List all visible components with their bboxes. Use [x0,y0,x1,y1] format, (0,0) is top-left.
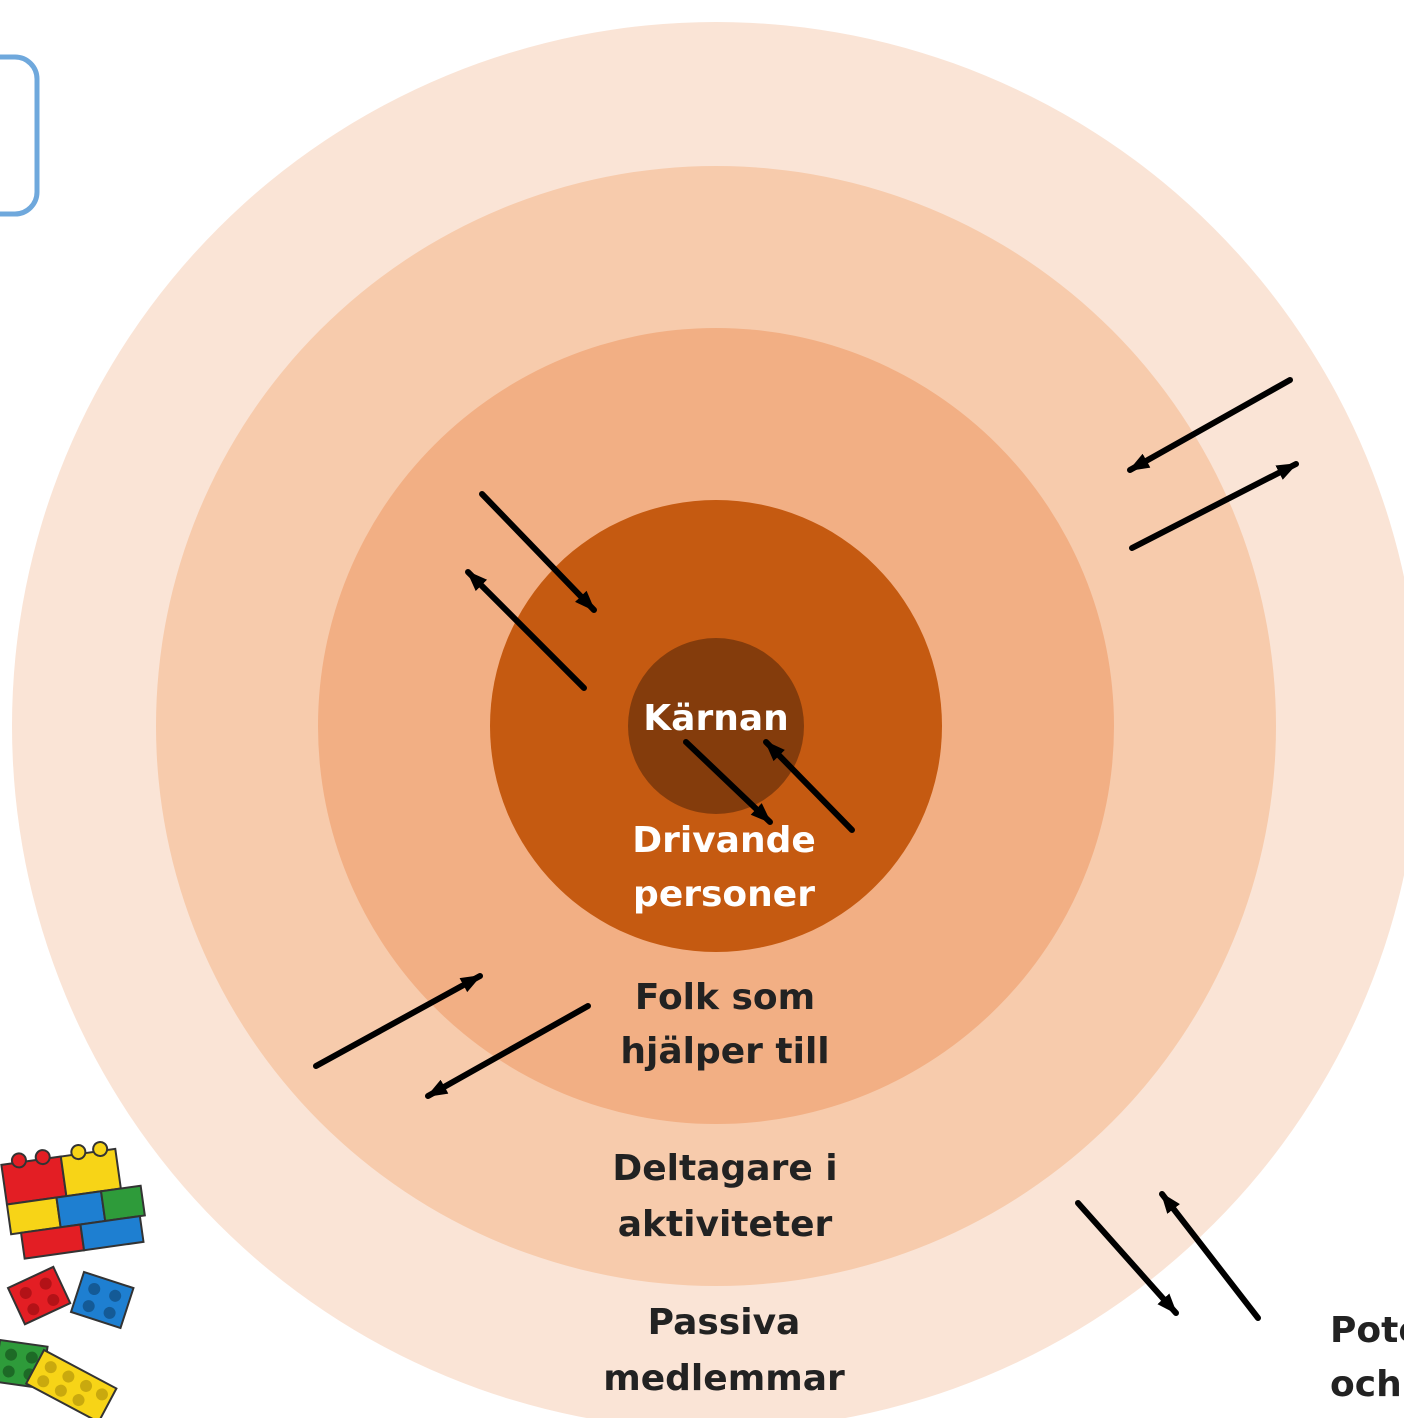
ring-core [628,638,804,814]
arrow-participants-to-helpers [313,973,483,1069]
arrow-participants-to-passive [1129,461,1299,551]
lego-bricks-icon [0,1141,146,1418]
arrow-passive-to-participants [1127,377,1293,473]
callout-box [0,54,40,217]
outside-label-line2: och [1330,1364,1402,1405]
arrow-drivers-to-helpers [465,569,587,691]
passive-label-line2: medlemmar [603,1358,845,1399]
arrow-passive-to-outside [1075,1200,1179,1316]
outside-label-line1: Pote [1330,1310,1404,1351]
arrow-outside-to-passive [1159,1191,1261,1321]
drivers-label-line1: Drivande [632,820,816,861]
core-label: Kärnan [643,698,789,739]
arrow-helpers-to-drivers [479,491,597,613]
drivers-label-line2: personer [633,874,815,915]
arrow-core-to-drivers [683,739,773,825]
arrow-helpers-to-participants [425,1003,591,1099]
passive-label-line1: Passiva [648,1302,801,1343]
arrow-drivers-to-core [763,739,855,833]
helpers-label-line2: hjälper till [620,1031,829,1072]
participants-label-line2: aktiviteter [618,1204,833,1245]
participants-label-line1: Deltagare i [612,1148,837,1189]
helpers-label-line1: Folk som [635,977,815,1018]
